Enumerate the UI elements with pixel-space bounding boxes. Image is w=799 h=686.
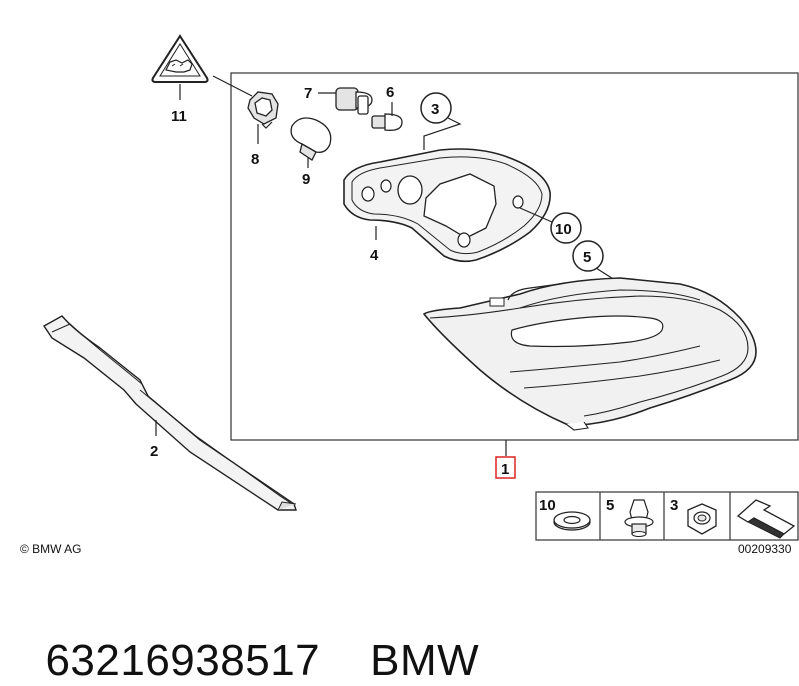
parts-diagram: 11 8 7 6 9 3 bbox=[20, 34, 799, 556]
callout-6: 6 bbox=[386, 84, 394, 101]
bulb-part-6 bbox=[371, 102, 403, 131]
legend-label-expanding-nut: 5 bbox=[606, 497, 614, 514]
legend-label-washer: 10 bbox=[539, 497, 556, 514]
callout-5: 5 bbox=[583, 249, 591, 266]
callout-5-circle bbox=[572, 240, 619, 283]
callout-2: 2 bbox=[150, 443, 158, 460]
fastener-legend: 10 5 3 bbox=[535, 491, 799, 541]
callout-8: 8 bbox=[251, 151, 259, 168]
callout-11: 11 bbox=[171, 108, 187, 125]
gasket-part bbox=[343, 148, 551, 263]
expanding-nut-icon bbox=[624, 499, 654, 537]
callout-4: 4 bbox=[370, 247, 379, 264]
callout-10: 10 bbox=[555, 221, 572, 238]
callout-3-circle bbox=[420, 92, 462, 150]
brand-name: BMW bbox=[370, 636, 480, 685]
tail-light-part bbox=[422, 277, 757, 456]
warning-label-part bbox=[151, 34, 209, 100]
hex-nut-icon bbox=[687, 503, 717, 535]
legend-label-hex-nut: 3 bbox=[670, 497, 678, 514]
bulb-part-9 bbox=[290, 117, 332, 168]
callout-1-box bbox=[495, 456, 516, 479]
callout-9: 9 bbox=[302, 171, 310, 188]
callout-10-circle bbox=[519, 207, 582, 244]
drawing-number: 00209330 bbox=[738, 542, 792, 556]
bulb-socket-part bbox=[212, 75, 279, 144]
callout-1: 1 bbox=[501, 461, 509, 478]
assembly-frame bbox=[230, 72, 799, 441]
callout-7: 7 bbox=[304, 85, 312, 102]
callout-3: 3 bbox=[431, 101, 439, 118]
hand-icon bbox=[165, 59, 193, 73]
washer-icon bbox=[553, 511, 591, 531]
arrow-icon bbox=[736, 499, 796, 539]
caption: 63216938517 BMW bbox=[20, 586, 479, 686]
part-number: 63216938517 bbox=[45, 636, 321, 685]
trim-strip-part bbox=[42, 315, 297, 511]
copyright-text: © BMW AG bbox=[20, 542, 82, 556]
bulb-part-7 bbox=[318, 87, 373, 115]
